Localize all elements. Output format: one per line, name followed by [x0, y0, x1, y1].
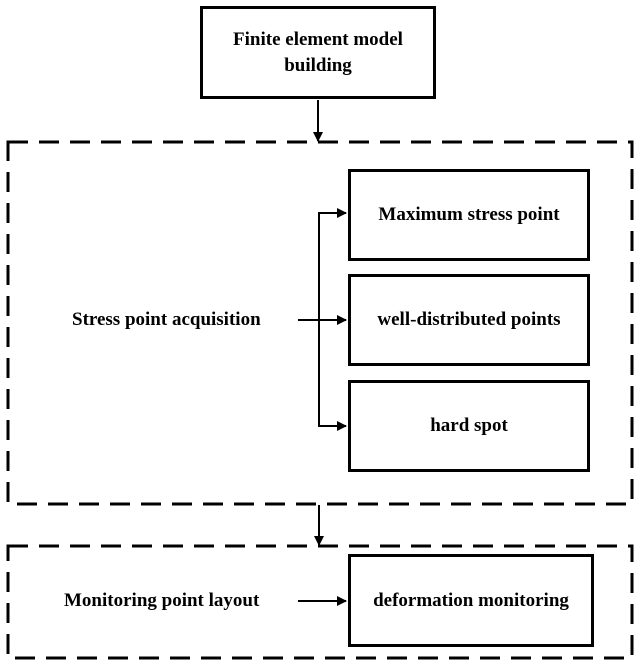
max-stress-text: Maximum stress point	[378, 204, 560, 225]
stress-acquisition-label: Stress point acquisition	[72, 309, 261, 330]
monitoring-layout-label: Monitoring point layout	[64, 590, 260, 611]
well-distributed-text: well-distributed points	[377, 309, 561, 330]
monitoring-group-frame	[6, 544, 634, 660]
well-distributed-box: well-distributed points	[348, 274, 590, 366]
hard-spot-text: hard spot	[430, 415, 508, 436]
finite-element-line1: Finite element model	[233, 28, 403, 50]
finite-element-box: Finite element model building	[200, 6, 436, 99]
hard-spot-box: hard spot	[348, 380, 590, 472]
max-stress-box: Maximum stress point	[348, 169, 590, 261]
deformation-box: deformation monitoring	[348, 554, 594, 647]
stress-group-frame	[6, 140, 634, 506]
deformation-text: deformation monitoring	[373, 589, 569, 611]
finite-element-line2: building	[284, 54, 352, 76]
